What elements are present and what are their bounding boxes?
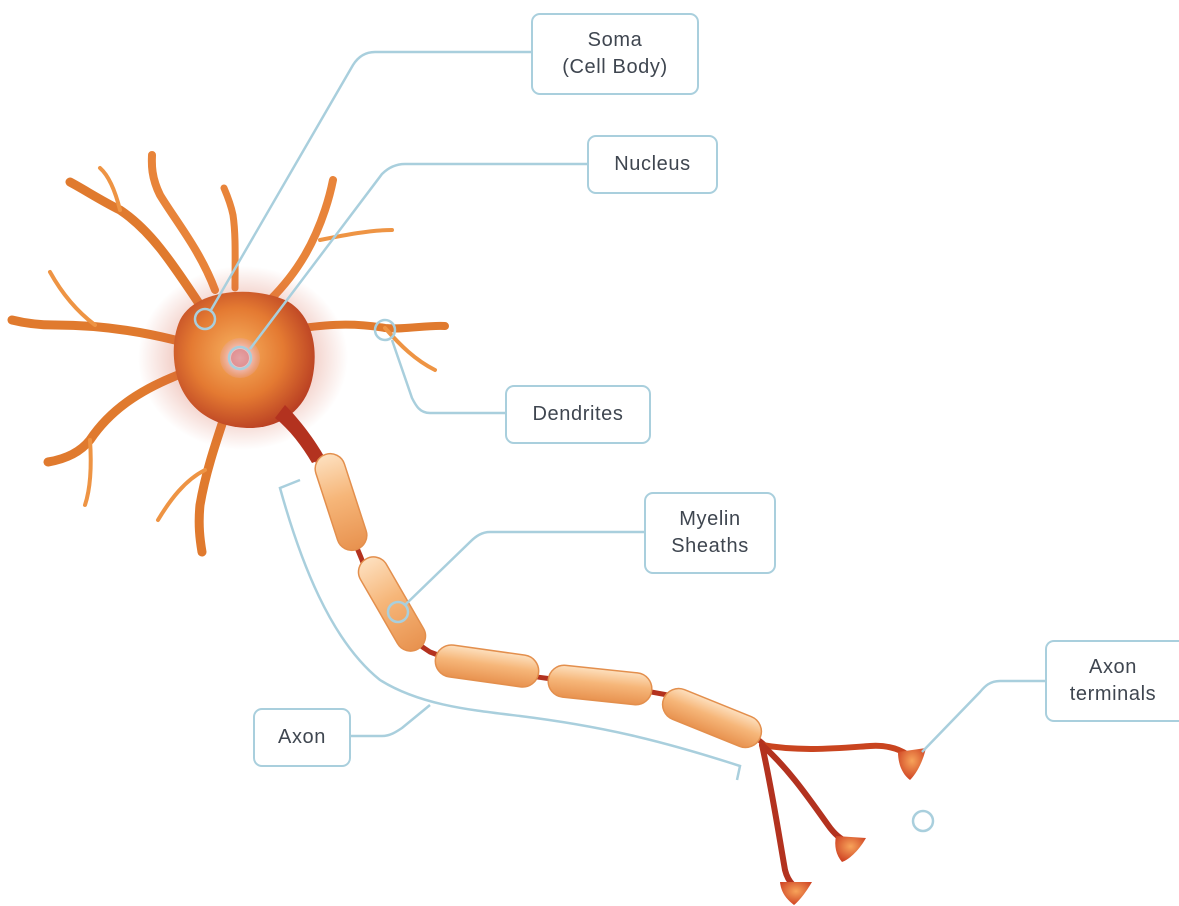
dendrite-branch xyxy=(320,230,392,240)
nucleus-label-text: Nucleus xyxy=(614,151,690,178)
axon-label: Axon xyxy=(253,708,351,767)
axon-terminal-branches xyxy=(762,745,908,885)
soma-label: Soma (Cell Body) xyxy=(531,13,699,95)
axon-terminals xyxy=(780,748,933,905)
axon-label-text: Axon xyxy=(278,724,326,751)
myelin-segment xyxy=(433,643,540,689)
axon-terminal-bulb xyxy=(780,882,812,905)
myelin-leader-line xyxy=(405,532,645,605)
soma-label-line1: Soma xyxy=(588,27,643,54)
myelin-sheaths-label: Myelin Sheaths xyxy=(644,492,776,574)
axon-terminals-label: Axon terminals xyxy=(1045,640,1179,722)
synapse-marker xyxy=(913,811,933,831)
myelin-label-line1: Myelin xyxy=(679,506,740,533)
nucleus-label: Nucleus xyxy=(587,135,718,194)
axon-terminals-label-line1: Axon xyxy=(1089,654,1137,681)
myelin-label-line2: Sheaths xyxy=(671,533,749,560)
terminal-branch xyxy=(762,745,908,755)
myelin-segment xyxy=(547,664,654,707)
nucleus-core xyxy=(231,349,249,367)
axon-terminal-bulb xyxy=(835,836,866,862)
dendrite-branch xyxy=(385,328,435,370)
dendrites-label-text: Dendrites xyxy=(533,401,624,428)
myelin-segment xyxy=(658,684,766,753)
dendrite-branch xyxy=(50,272,95,325)
myelin-segment xyxy=(311,450,370,554)
soma xyxy=(138,266,348,463)
axon-terminals-label-line2: terminals xyxy=(1070,681,1157,708)
soma-label-line2: (Cell Body) xyxy=(562,54,668,81)
axon-terminals-leader-line xyxy=(922,681,1046,752)
axon-leader-line xyxy=(350,705,430,736)
axon-terminal-bulb xyxy=(898,748,926,780)
dendrite-branch xyxy=(152,155,215,290)
terminal-branch xyxy=(762,745,793,885)
dendrites-label: Dendrites xyxy=(505,385,651,444)
